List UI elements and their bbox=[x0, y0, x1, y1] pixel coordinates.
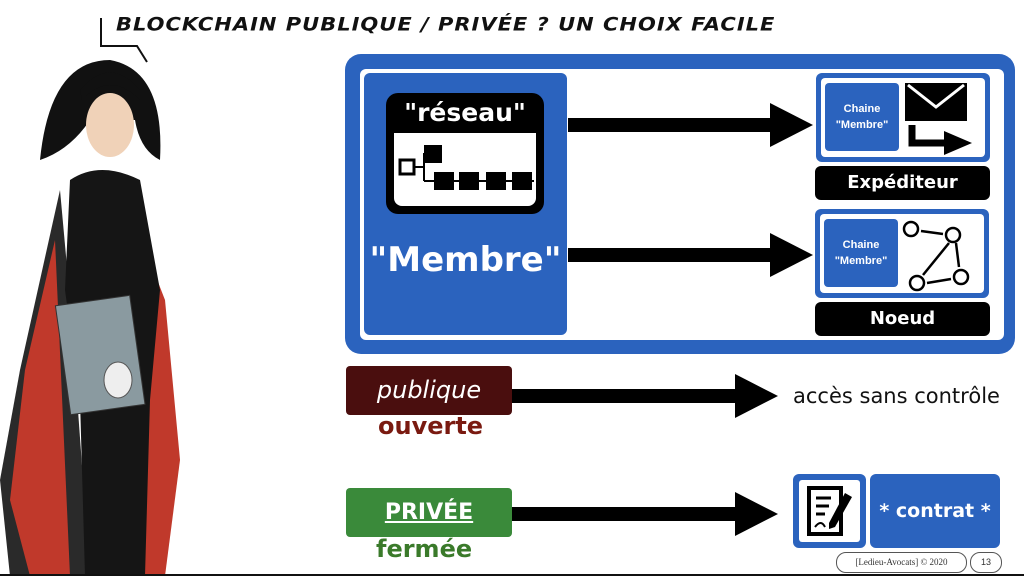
private-tag: PRIVÉE bbox=[346, 488, 512, 537]
speech-bubble-tail bbox=[100, 18, 148, 63]
chain-line2: "Membre" bbox=[835, 119, 889, 131]
page-number: 13 bbox=[970, 552, 1002, 573]
public-tag: publique bbox=[346, 366, 512, 415]
signed-document-icon bbox=[807, 486, 852, 536]
sender-label: Expéditeur bbox=[815, 166, 990, 200]
network-icon-box: "réseau" bbox=[386, 93, 544, 214]
chain-line1: Chaine bbox=[842, 239, 880, 251]
arrow-right-icon bbox=[512, 374, 778, 418]
arrow-right-icon bbox=[512, 492, 778, 536]
send-mail-icon bbox=[905, 83, 972, 155]
network-diagram bbox=[394, 133, 536, 206]
arrow-right-icon bbox=[568, 103, 813, 147]
footer-copyright: [Ledieu-Avocats] © 2020 bbox=[836, 552, 967, 573]
chain-member-badge: Chaine "Membre" bbox=[825, 83, 899, 151]
node-label: Noeud bbox=[815, 302, 990, 336]
chain-member-badge: Chaine "Membre" bbox=[824, 219, 898, 287]
arrow-right-icon bbox=[568, 233, 813, 277]
member-label: "Membre" bbox=[369, 240, 562, 280]
chain-line2: "Membre" bbox=[834, 255, 888, 267]
node-graph-icon bbox=[902, 220, 970, 292]
network-tree-icon bbox=[398, 145, 534, 190]
character-illustration bbox=[0, 60, 180, 576]
arrows-to-roles bbox=[568, 103, 813, 277]
public-subtitle: ouverte bbox=[378, 412, 484, 440]
slide-title: BLOCKCHAIN PUBLIQUE / PRIVÉE ? UN CHOIX … bbox=[116, 13, 776, 35]
network-label: "réseau" bbox=[404, 98, 526, 127]
node-box: Chaine "Membre" bbox=[815, 209, 989, 298]
bottom-border bbox=[0, 574, 1024, 576]
public-result: accès sans contrôle bbox=[793, 384, 1000, 408]
sender-box: Chaine "Membre" bbox=[816, 73, 990, 162]
contract-label: * contrat * bbox=[870, 474, 1000, 548]
private-subtitle: fermée bbox=[376, 535, 473, 563]
contract-icon-box bbox=[793, 474, 866, 548]
chain-line1: Chaine bbox=[843, 103, 881, 115]
